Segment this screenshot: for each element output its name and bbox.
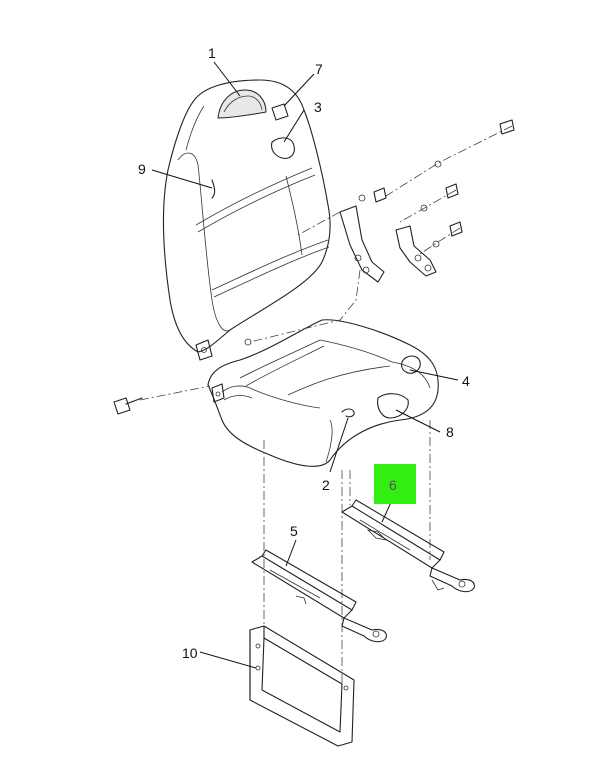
callout-3[interactable]: 3 [314, 99, 322, 115]
seat-back-outline [162, 79, 331, 353]
leader-lines [151, 61, 459, 669]
seat-frame [249, 625, 355, 747]
callout-8[interactable]: 8 [446, 424, 454, 440]
callout-6[interactable]: 6 [389, 477, 397, 493]
callout-5[interactable]: 5 [290, 523, 298, 539]
callout-4[interactable]: 4 [462, 373, 470, 389]
seat-cushion [207, 319, 439, 467]
recline-knob [271, 137, 295, 159]
callout-9[interactable]: 9 [138, 161, 146, 177]
callout-10[interactable]: 10 [182, 645, 198, 661]
seat-cushion-outline [207, 319, 439, 467]
callout-2[interactable]: 2 [322, 477, 330, 493]
seat-back [162, 79, 331, 361]
bolts [113, 119, 515, 415]
headrest-grip [217, 89, 267, 119]
callout-labels: 1 2 3 4 5 6 7 8 9 10 [138, 45, 470, 661]
release-lever [377, 393, 409, 419]
recliner-bracket [339, 205, 437, 283]
slide-rail-left [251, 549, 387, 643]
alignment-lines [139, 125, 513, 690]
slide-rail-right [341, 499, 475, 593]
callout-1[interactable]: 1 [208, 45, 216, 61]
callout-7[interactable]: 7 [315, 61, 323, 77]
highlight-box-part-6[interactable] [374, 464, 416, 504]
headrest-cap [271, 103, 289, 121]
